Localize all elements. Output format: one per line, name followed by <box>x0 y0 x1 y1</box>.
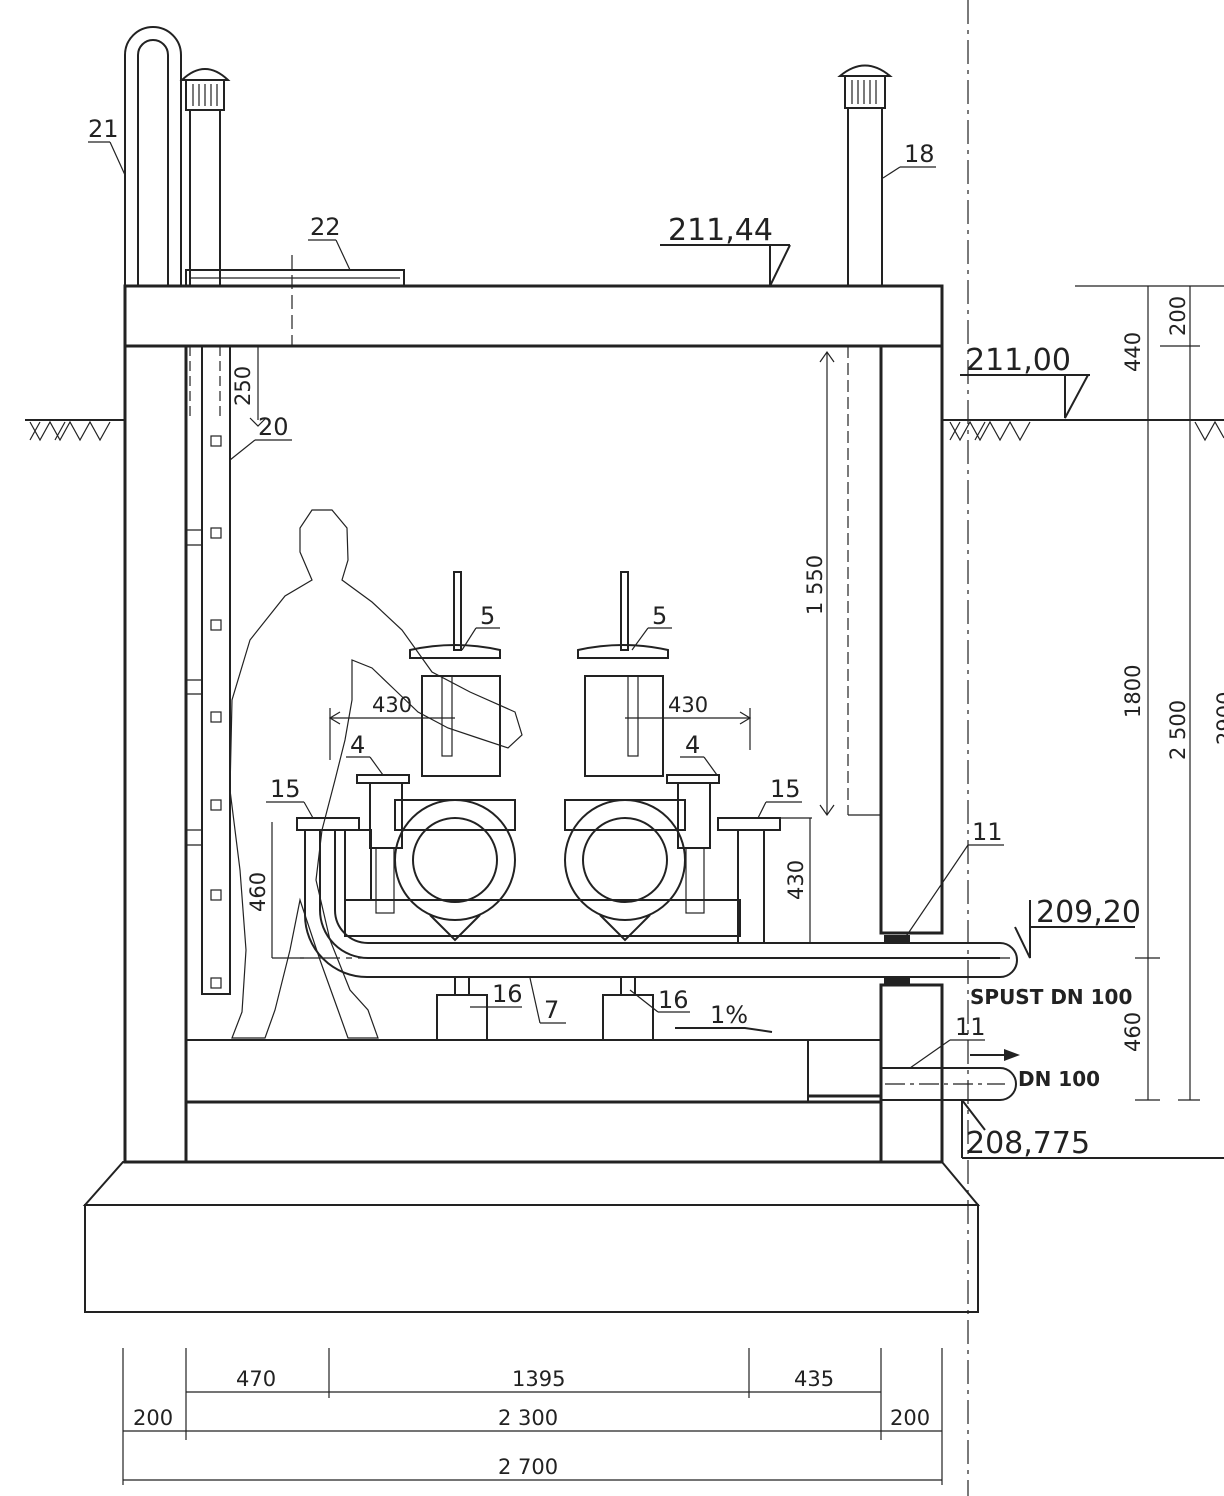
foundation-slab <box>82 1161 981 1206</box>
vent-pipe-18 <box>837 64 893 816</box>
dim-2900: 2900 <box>1213 692 1224 745</box>
dim-430-right: 430 <box>668 693 708 717</box>
dim-430-left: 430 <box>372 693 412 717</box>
elevation-marks: 211,44 211,00 209,20 208,775 <box>660 213 1224 1161</box>
dim-430-vertical: 430 <box>784 860 808 900</box>
dim-1395: 1395 <box>512 1367 565 1391</box>
elevation-ground: 211,00 <box>966 343 1071 378</box>
dim-200-left: 200 <box>133 1406 173 1430</box>
label-11-bottom: 11 <box>955 1013 986 1041</box>
left-wall <box>123 344 188 1164</box>
sump <box>807 1039 882 1103</box>
pipe-system <box>296 817 1020 1101</box>
elevation-top: 211,44 <box>668 213 773 248</box>
dim-200-vertical: 200 <box>1166 296 1190 336</box>
dim-250: 250 <box>231 366 255 406</box>
elevation-bottom: 208,775 <box>966 1126 1090 1161</box>
label-20: 20 <box>258 413 289 441</box>
dim-440: 440 <box>1121 332 1145 372</box>
bottom-slab <box>184 1100 883 1164</box>
label-5-right: 5 <box>652 602 667 630</box>
dim-1800: 1800 <box>1121 665 1145 718</box>
label-15-right: 15 <box>770 775 801 803</box>
notes: 1% SPUST DN 100 DN 100 <box>675 985 1132 1091</box>
dim-200-right: 200 <box>890 1406 930 1430</box>
right-wall-lower <box>879 983 944 1164</box>
label-22: 22 <box>310 213 341 241</box>
label-16-right: 16 <box>658 986 689 1014</box>
label-18: 18 <box>904 140 935 168</box>
chamber-structure <box>123 284 944 1164</box>
right-wall-upper <box>879 344 944 935</box>
floor-screed <box>185 1039 809 1103</box>
ground-lines <box>25 419 1224 442</box>
label-11-top: 11 <box>972 818 1003 846</box>
vent-pipe-left <box>179 68 231 420</box>
vent-pipe-21 <box>124 26 182 286</box>
dim-435: 435 <box>794 1367 834 1391</box>
ladder <box>186 345 231 995</box>
label-4-right: 4 <box>685 731 700 759</box>
label-21: 21 <box>88 115 119 143</box>
label-7: 7 <box>544 996 559 1024</box>
lean-concrete-layer <box>84 1204 979 1313</box>
gate-valve-right <box>564 571 686 942</box>
roof-slab <box>123 284 944 348</box>
label-5-left: 5 <box>480 602 495 630</box>
callout-labels: 21 18 22 20 5 5 4 4 15 15 11 11 16 16 7 <box>88 115 1004 1069</box>
dim-2500: 2 500 <box>1166 700 1190 760</box>
horizontal-dimensions: 430 430 470 1395 435 200 2 300 200 2 700 <box>122 693 943 1485</box>
gate-valve-left <box>394 571 516 942</box>
valve-4-right <box>666 774 720 914</box>
dim-460-right: 460 <box>1121 1012 1145 1052</box>
dim-460-left: 460 <box>246 872 270 912</box>
dn-note: DN 100 <box>1018 1067 1100 1091</box>
dim-470: 470 <box>236 1367 276 1391</box>
dim-2700: 2 700 <box>498 1455 558 1479</box>
label-4-left: 4 <box>350 731 365 759</box>
valve-4-left <box>356 774 410 914</box>
person-silhouette <box>229 509 523 1039</box>
spust-note: SPUST DN 100 <box>970 985 1132 1009</box>
vertical-dimensions: 250 1 550 460 430 440 1800 460 200 2 500… <box>231 285 1224 1101</box>
foundation <box>82 1161 981 1313</box>
manhole-cover <box>185 255 405 346</box>
label-15-left: 15 <box>270 775 301 803</box>
pipe-supports <box>436 976 654 1041</box>
dim-2300: 2 300 <box>498 1406 558 1430</box>
label-16-left: 16 <box>492 980 523 1008</box>
elevation-pipe: 209,20 <box>1036 895 1141 930</box>
dim-1550: 1 550 <box>803 555 827 615</box>
slope-note: 1% <box>710 1001 748 1029</box>
